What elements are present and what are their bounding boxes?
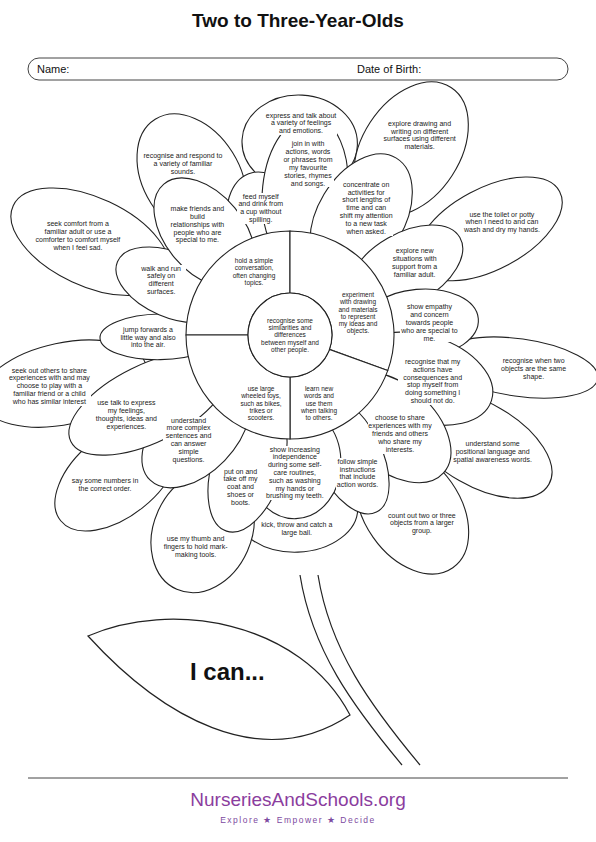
petal-text: explore new situations with support from… [387,247,443,278]
circle-shape [248,293,332,377]
petal-text: seek comfort from a familiar adult or us… [35,220,121,251]
petal-text: use large wheeled toys, such as bikes, t… [240,385,282,421]
petal-text: understand some positional language and … [453,440,533,463]
name-bar [28,58,568,80]
logo-tagline: Explore ★ Empower ★ Decide [0,815,596,825]
petal-text: kick, throw and catch a large ball. [259,521,335,537]
petal-text: recognise some similarities and differen… [261,317,319,353]
petal-text: jump forwards a little way and also into… [118,326,178,349]
petal-text: use my thumb and fingers to hold mark-ma… [157,535,235,558]
centre-circle: recognise some similarities and differen… [246,291,334,379]
petal-text: show increasing independence during some… [266,446,324,501]
petal-text: feed myself and drink from a cup without… [237,193,285,224]
petal-text: recognise and respond to a variety of fa… [143,152,223,175]
logo-text: NurseriesAndSchools.org [0,789,596,811]
petal-text: follow simple instructions that include … [336,458,378,489]
field-label: Date of Birth: [357,63,421,75]
petal-text: recognise when two objects are the same … [494,357,574,380]
petal-text: say some numbers in the correct order. [67,477,143,493]
petal-text: use the toilet or potty when I need to a… [462,211,542,234]
petal-text: recognise that my actions have consequen… [398,358,468,405]
petal-text: experiment with drawing and materials to… [336,291,380,335]
petal-text: learn new words and use them when talkin… [298,385,340,421]
petal-text: make friends and build relationships wit… [169,205,225,244]
petal-text: use talk to express my feelings, thought… [94,399,158,430]
footer-rule [28,778,568,779]
page-title: Two to Three-Year-Olds [0,10,596,32]
stem-line [318,575,420,765]
petal-text: join in with actions, words or phrases f… [282,140,334,187]
petal-text: count out two or three objects from a la… [382,512,462,535]
leaf-shape [88,619,350,739]
petal-text: seek out others to share experiences wit… [7,367,91,406]
petal-text: understand more complex sentences and ca… [163,417,215,464]
petal-text: explore drawing and writing on different… [380,120,460,151]
petal-text: put on and take off my coat and shoes or… [220,468,262,507]
petal-text: express and talk about a variety of feel… [265,112,337,135]
petal-text: concentrate on activities for short leng… [339,181,393,236]
petal-text: show empathy and concern towards people … [400,303,458,342]
field-label: Name: [37,63,69,75]
petal-text: hold a simple conversation, often changi… [228,257,280,286]
leaf-label: I can... [190,658,265,686]
petal-text: walk and run safely on different surface… [136,265,186,296]
petal-text: choose to share experiences with my frie… [368,414,432,453]
